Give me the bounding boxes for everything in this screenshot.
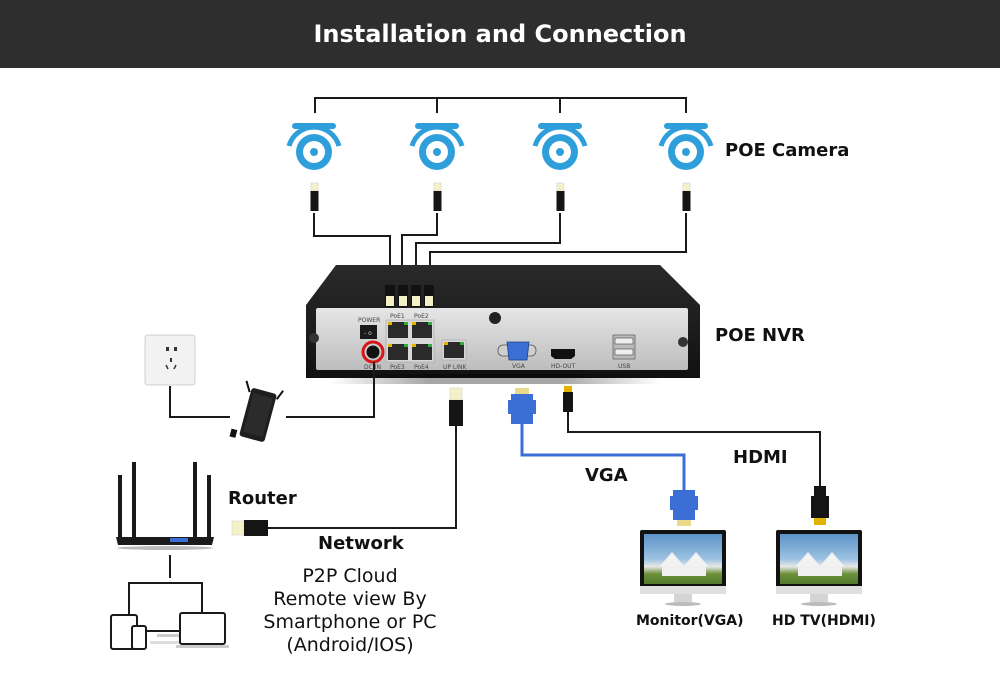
- camera-rj45-plug: [310, 182, 319, 211]
- poe4-label: PoE4: [414, 364, 429, 371]
- vga-port: [497, 341, 537, 361]
- dc-in-label: DC IN: [364, 364, 381, 371]
- camera-cable-2: [401, 213, 438, 285]
- poe-port-2: [412, 322, 432, 338]
- poe-camera-icon: [286, 123, 342, 170]
- header-bar: Installation and Connection: [0, 0, 1000, 68]
- p2p-line-4: (Android/IOS): [286, 634, 414, 656]
- router-label: Router: [228, 488, 297, 509]
- uplink-port: [441, 339, 467, 361]
- p2p-cloud-description: P2P Cloud Remote view By Smartphone or P…: [250, 565, 450, 657]
- hd-tv-hdmi-label: HD TV(HDMI): [772, 613, 876, 629]
- camera-cable-3: [415, 213, 561, 285]
- p2p-line-3: Smartphone or PC: [263, 611, 437, 633]
- monitor-vga-icon: [640, 530, 726, 606]
- poe-port-4: [412, 344, 432, 360]
- poe1-label: PoE1: [390, 313, 405, 320]
- wall-socket-icon: [144, 334, 196, 386]
- usb-port: [612, 334, 636, 360]
- poe-port-1: [388, 322, 408, 338]
- hdmi-cable: [563, 386, 829, 525]
- vga-cable: [508, 388, 698, 526]
- devices-icon: [110, 582, 229, 650]
- poe2-label: PoE2: [414, 313, 429, 320]
- hdmi-label: HDMI: [733, 447, 788, 468]
- vga-label: VGA: [585, 465, 628, 486]
- camera-cable-1: [313, 213, 391, 285]
- camera-rj45-plug: [682, 182, 691, 211]
- p2p-line-2: Remote view By: [273, 588, 427, 610]
- router-icon: [116, 462, 214, 550]
- power-cable: [169, 362, 375, 418]
- power-switch[interactable]: [360, 325, 377, 339]
- p2p-line-1: P2P Cloud: [302, 565, 398, 587]
- page-title: Installation and Connection: [313, 20, 687, 48]
- vga-port-label: VGA: [512, 363, 526, 370]
- hd-tv-hdmi-icon: [776, 530, 862, 606]
- network-cable: [231, 387, 463, 536]
- poe-camera-label: POE Camera: [725, 140, 850, 161]
- svg-text:- o: - o: [364, 330, 372, 337]
- nvr-device: POWER - o DC IN PoE1 PoE2 PoE3 PoE4 UP L…: [306, 265, 700, 384]
- network-label: Network: [318, 533, 404, 554]
- camera-bracket: [314, 97, 687, 113]
- power-label: POWER: [358, 317, 380, 324]
- hdmi-port: [551, 349, 575, 359]
- uplink-label: UP LINK: [443, 364, 468, 371]
- poe-camera-icon: [658, 123, 714, 170]
- nvr-top-plugs: [385, 285, 434, 307]
- monitor-vga-label: Monitor(VGA): [636, 613, 744, 629]
- camera-rj45-plug: [556, 182, 565, 211]
- poe3-label: PoE3: [390, 364, 405, 371]
- usb-label: USB: [618, 363, 630, 370]
- poe-camera-icon: [409, 123, 465, 170]
- poe-camera-icon: [532, 123, 588, 170]
- dc-in-port: [366, 345, 380, 359]
- power-adapter-icon: [229, 380, 284, 442]
- poe-nvr-label: POE NVR: [715, 325, 805, 346]
- hd-out-label: HD-OUT: [551, 363, 576, 370]
- poe-port-3: [388, 344, 408, 360]
- camera-cables: [313, 213, 687, 285]
- camera-rj45-plug: [433, 182, 442, 211]
